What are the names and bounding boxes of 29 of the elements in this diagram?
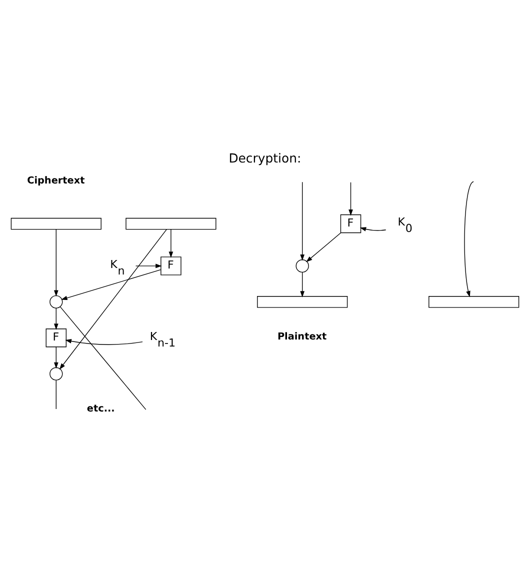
node-bar <box>257 296 348 308</box>
node-circle <box>296 259 309 273</box>
node-circle <box>50 295 63 308</box>
node-box: F <box>46 328 67 348</box>
label: Plaintext <box>277 332 327 343</box>
node-circle <box>50 367 63 380</box>
arrow <box>135 264 162 268</box>
connector <box>60 306 146 410</box>
arrow <box>54 308 58 330</box>
node-box: F <box>160 256 182 276</box>
node-box: F <box>340 214 362 234</box>
arrow <box>306 232 342 262</box>
arrow <box>300 182 305 261</box>
arrow <box>348 182 353 216</box>
arrow <box>59 229 167 370</box>
arrow <box>360 227 386 232</box>
node-bar <box>10 218 102 230</box>
label: Ciphertext <box>27 175 85 186</box>
arrow <box>300 272 305 298</box>
arrow <box>464 181 474 298</box>
arrow <box>65 339 143 345</box>
diagram-title: Decryption: <box>228 150 302 166</box>
arrow <box>168 229 174 258</box>
arrow <box>54 346 58 369</box>
arrow <box>54 229 58 297</box>
arrow <box>61 269 162 300</box>
node-bar <box>126 218 216 230</box>
node-bar <box>428 296 520 308</box>
label: etc... <box>86 404 115 415</box>
